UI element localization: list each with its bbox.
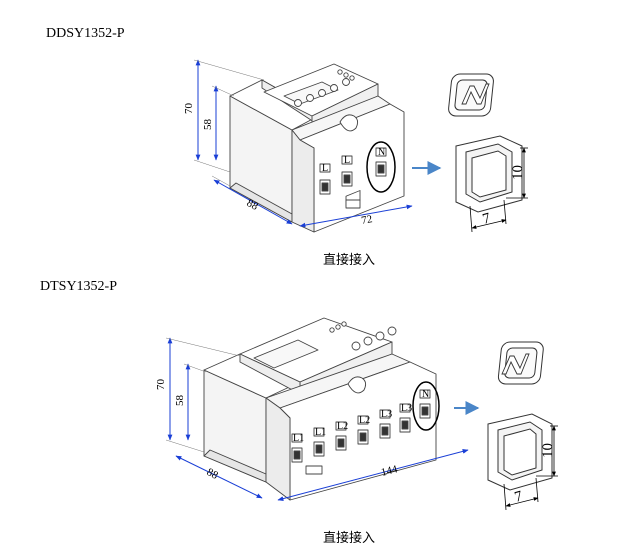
logo-cap-bottom xyxy=(497,341,544,385)
terminal-cover-bottom xyxy=(487,413,553,491)
caption-top: 直接接入 xyxy=(323,253,376,268)
highlight-ellipse-top xyxy=(366,141,396,193)
terminal-label-bottom-4: L2 xyxy=(359,415,370,426)
dim-width-top: 72 xyxy=(360,213,373,227)
terminal-cover-top xyxy=(455,135,523,213)
cap-dims-top xyxy=(469,147,528,233)
model-title-bottom: DTSY1352-P xyxy=(40,279,118,294)
terminal-label-top-2: L xyxy=(344,155,350,166)
logo-cap-top xyxy=(448,73,494,117)
dim-height-total-bottom: 70 xyxy=(155,379,167,391)
dim-width-bottom: 144 xyxy=(380,463,399,479)
terminal-label-bottom-7: N xyxy=(422,389,429,400)
terminal-label-bottom-1: L1 xyxy=(293,433,304,444)
dim-height-body-bottom: 58 xyxy=(174,395,186,407)
terminal-label-bottom-3: L2 xyxy=(337,421,348,432)
terminal-label-bottom-6: L3 xyxy=(401,403,412,414)
terminal-label-bottom-5: L3 xyxy=(381,409,392,420)
dimension-lines-bottom xyxy=(167,337,469,501)
extension-lines-bottom xyxy=(165,337,241,453)
dim-height-total-top: 70 xyxy=(183,103,195,115)
dimension-lines-top xyxy=(195,59,413,228)
terminal-label-top-1: L xyxy=(322,163,328,174)
dim-cap-width-bottom: 7 xyxy=(513,488,525,506)
dim-cap-height-top: 10 xyxy=(510,165,526,180)
dim-cap-width-top: 7 xyxy=(481,210,493,228)
dim-height-body-top: 58 xyxy=(202,119,214,131)
extension-lines-top xyxy=(193,59,265,187)
dim-depth-bottom: 88 xyxy=(205,466,221,482)
highlight-ellipse-bottom xyxy=(412,381,440,431)
dim-cap-height-bottom: 10 xyxy=(540,443,556,458)
terminal-label-bottom-2: L1 xyxy=(315,427,326,438)
cap-dims-bottom xyxy=(503,425,558,511)
terminal-label-top-3: N xyxy=(378,147,385,158)
model-title-top: DDSY1352-P xyxy=(46,26,125,41)
caption-bottom: 直接接入 xyxy=(323,531,376,546)
